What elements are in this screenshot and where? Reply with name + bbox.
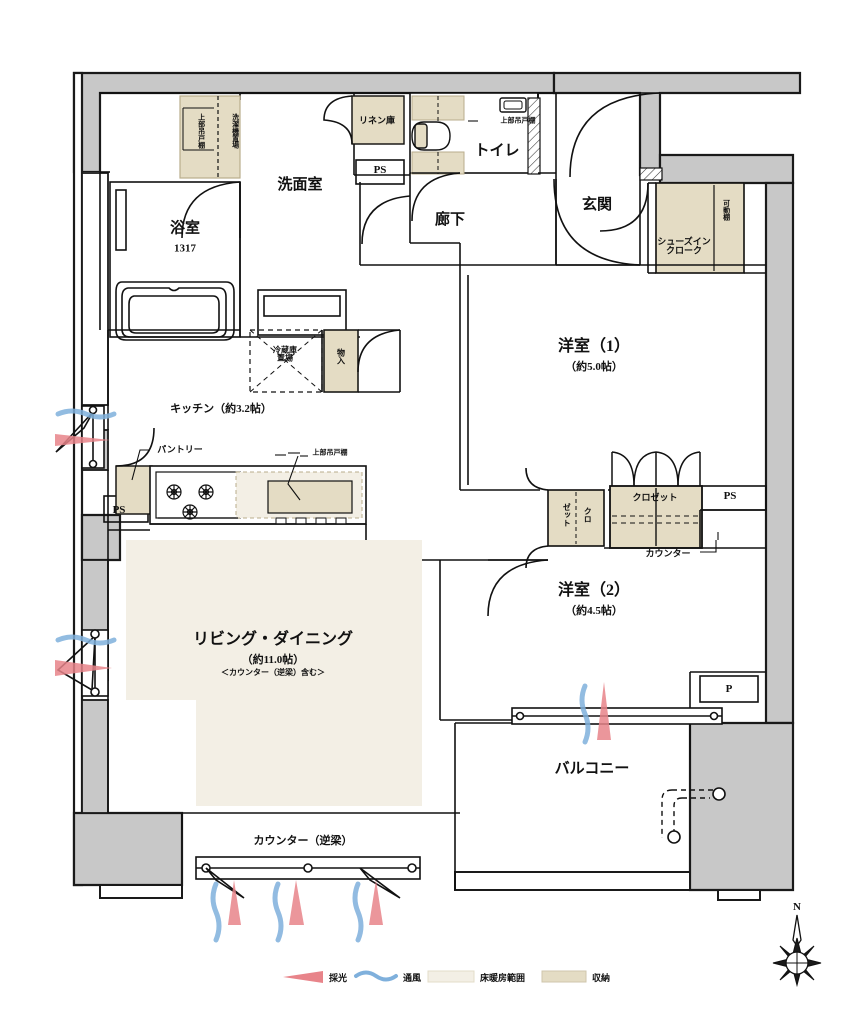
legend-label-floor-heating: 床暖房範囲 — [480, 973, 526, 983]
legend-label-storage: 収納 — [592, 973, 611, 983]
fixture-label-closet-small-b: クロ — [583, 507, 593, 523]
floor-heating-swatch-icon — [427, 970, 475, 983]
room-name: 浴室 — [169, 220, 201, 237]
room-area: （約5.0帖） — [565, 360, 623, 373]
room-label-corridor: 廊下 — [434, 212, 466, 229]
fixture-label-upper-cab-2: 上部吊戸棚 — [500, 116, 536, 125]
window-sash-bottom — [195, 856, 421, 899]
fixture-label-shoes-in-cloak: シューズインクローク — [657, 236, 711, 256]
legend: 採光 通風 床暖房範囲 収納 — [0, 955, 857, 995]
daylight-arrows — [55, 434, 611, 925]
room-label-entrance: 玄関 — [581, 197, 613, 214]
daylight-arrow-icon — [283, 971, 323, 983]
room-label-washroom: 洗面室 — [277, 177, 323, 194]
room-name: バルコニー — [554, 761, 630, 778]
room-area: （約11.0帖） — [241, 653, 305, 666]
ventilation-wave-icon — [354, 970, 398, 982]
storage-swatch-icon — [541, 970, 587, 983]
fixture-label-washer-space: 洗濯機置場 — [231, 113, 240, 149]
interior-structure-fill — [81, 172, 109, 814]
fixture-label-counter-1: カウンター — [645, 548, 691, 559]
fixture-label-closet-small-a: ゼット — [562, 503, 572, 527]
compass-rose — [772, 914, 822, 988]
room-name: 洋室（2） — [557, 581, 631, 599]
fixture-label-counter-2: カウンター（逆梁） — [253, 835, 353, 848]
fixture-label-upper-cab-1: 上部吊戸棚 — [197, 113, 206, 149]
legend-markers — [283, 970, 587, 983]
legend-label-ventilation: 通風 — [403, 973, 422, 983]
room-note: ＜カウンター（逆梁）含む＞ — [220, 668, 325, 678]
interior-walls — [99, 92, 767, 890]
shaft-label-ps-kitchen: PS — [112, 504, 126, 517]
shaft-label-ps-bedroom: PS — [723, 490, 737, 503]
fixture-label-fridge-space: 冷蔵庫置場 — [273, 345, 297, 363]
room-label-toilet: トイレ — [474, 143, 520, 160]
room-label-bathroom: 浴室 1317 — [170, 221, 200, 254]
room-area: 1317 — [173, 242, 196, 255]
ventilation-waves — [55, 408, 591, 943]
room-name: リビング・ダイニング — [192, 631, 354, 649]
room-name: トイレ — [474, 143, 520, 160]
room-label-western1: 洋室（1） （約5.0帖） — [557, 337, 631, 373]
shaft-label-ps-washroom: PS — [373, 164, 387, 177]
fixture-label-upper-cab-3: 上部吊戸棚 — [312, 448, 348, 457]
room-label-western2: 洋室（2） （約4.5帖） — [557, 581, 631, 617]
floor-heating-area — [126, 540, 422, 806]
room-label-living: リビング・ダイニング （約11.0帖） ＜カウンター（逆梁）含む＞ — [192, 631, 354, 678]
room-name: 洋室（1） — [557, 337, 631, 355]
door-swings — [115, 92, 661, 617]
room-name: キッチン（約3.2帖） — [170, 403, 272, 416]
fixture-label-closet-store: 物入 — [337, 348, 345, 366]
window-sash-bedroom2 — [511, 707, 723, 725]
room-name: 玄関 — [581, 197, 613, 214]
fixture-label-closet-main: クロゼット — [632, 492, 678, 503]
compass-north-label: N — [793, 901, 801, 914]
shaft-label-p-balcony: P — [725, 683, 733, 696]
fixture-label-movable-shelf: 可動棚 — [722, 199, 731, 221]
room-label-kitchen: キッチン（約3.2帖） — [170, 404, 272, 416]
room-label-balcony: バルコニー — [554, 761, 630, 778]
room-name: 廊下 — [434, 212, 466, 229]
structural-walls — [72, 71, 802, 901]
legend-label-daylight: 採光 — [329, 973, 348, 983]
leader-lines — [131, 120, 719, 553]
room-name: 洗面室 — [277, 177, 323, 194]
fixture-label-pantry: パントリー — [157, 444, 203, 455]
room-area: （約4.5帖） — [565, 604, 623, 617]
fixture-label-linen: リネン庫 — [358, 115, 396, 126]
